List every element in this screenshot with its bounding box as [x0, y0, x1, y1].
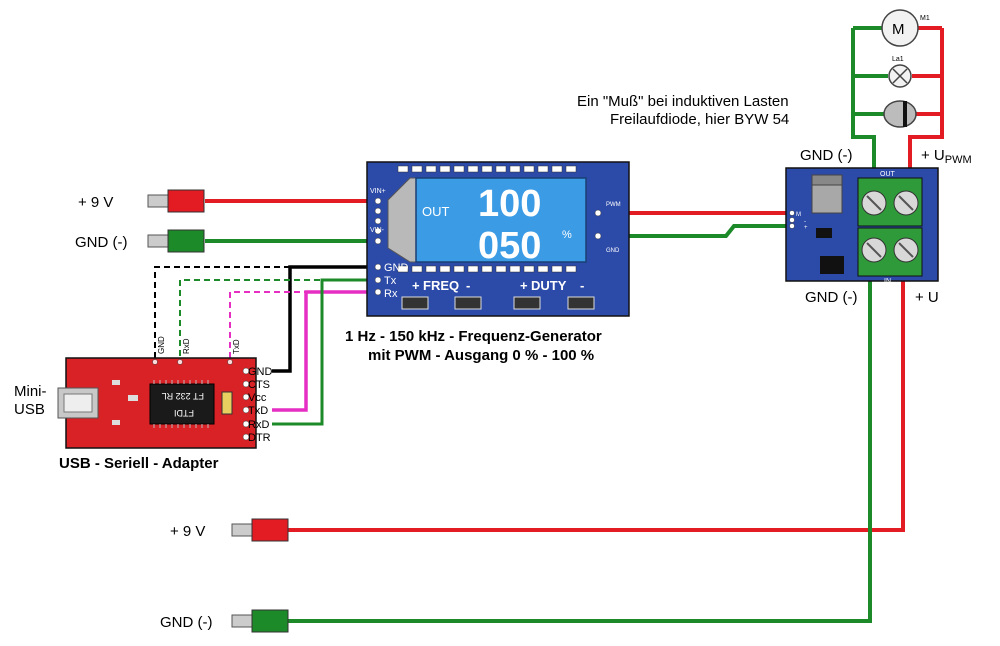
usb-pin-gnd: GND — [248, 366, 273, 378]
dashed-rxd — [179, 279, 380, 358]
wire-9v-bottom — [288, 262, 905, 532]
pin-vin-plus: VIN+ — [370, 188, 386, 195]
motor: M M1 — [881, 9, 930, 47]
freq-plus-sign: + — [412, 278, 420, 293]
freq-plus-button[interactable] — [401, 296, 429, 310]
mosfet-pin-m: M — [796, 212, 801, 218]
generator-caption-2: mit PWM - Ausgang 0 % - 100 % — [368, 347, 594, 364]
dashed-gnd — [154, 266, 380, 358]
diode-note-2: Freilaufdiode, hier BYW 54 — [610, 111, 789, 128]
label-gnd-bottom: GND (-) — [160, 614, 213, 631]
upwm-sub: PWM — [945, 154, 972, 166]
wire-gnd-gen-mosfet — [598, 224, 790, 238]
mosfet-upwm-label: + UPWM — [921, 147, 972, 166]
freewheel-diode — [883, 100, 917, 128]
pin-serial-rx: Rx — [384, 288, 398, 300]
lcd-out-label: OUT — [422, 204, 450, 219]
wire-serial-gnd — [272, 265, 380, 373]
duty-plus-button[interactable] — [513, 296, 541, 310]
dashed-txd — [229, 291, 380, 358]
freq-minus-button[interactable] — [454, 296, 482, 310]
plug-gnd-top — [147, 229, 205, 253]
usb-pin-vcc: Vcc — [248, 392, 267, 404]
lcd-value-top: 100 — [478, 183, 541, 225]
mosfet-pin-plus: + — [804, 225, 808, 231]
generator-caption-1: 1 Hz - 150 kHz - Frequenz-Generator — [345, 328, 602, 345]
duty-label: DUTY — [531, 278, 567, 293]
usb-adapter-caption: USB - Seriell - Adapter — [59, 455, 219, 472]
usb-serial-adapter: FT 232 RL FTDI — [57, 357, 257, 449]
usb-pin-dtr: DTR — [248, 432, 271, 444]
chip-label-2: FTDI — [174, 408, 194, 418]
chip-label-1: FT 232 RL — [162, 391, 204, 401]
lcd-screen — [415, 177, 587, 263]
plug-9v-bottom — [231, 518, 289, 542]
lamp-ref: La1 — [892, 56, 904, 63]
motor-symbol: M — [892, 21, 905, 38]
pin-vin-minus: VIN- — [370, 227, 385, 234]
duty-plus-sign: + — [520, 278, 528, 293]
mosfet-in-label: IN — [884, 278, 891, 285]
usb-pin-txd: TxD — [248, 405, 268, 417]
usb-pin-rxd: RxD — [248, 419, 269, 431]
upwm-main: + U — [921, 147, 945, 164]
label-gnd-top: GND (-) — [75, 234, 128, 251]
duty-minus-button[interactable] — [567, 296, 595, 310]
lamp: La1 — [888, 56, 912, 88]
header-label-txd: TxD — [232, 339, 241, 354]
header-label-rxd: RxD — [182, 338, 191, 354]
plug-gnd-bottom — [231, 609, 289, 633]
wire-serial-txd — [272, 290, 380, 412]
ftdi-chip — [149, 383, 215, 425]
lcd-value-bottom: 050 — [478, 225, 541, 267]
duty-minus-sign: - — [580, 278, 584, 293]
diode-note-1: Ein "Muß" bei induktiven Lasten — [577, 93, 789, 110]
wire-load-upwm — [908, 28, 944, 195]
label-9v-top: + 9 V — [78, 194, 113, 211]
wire-serial-rxd — [272, 278, 380, 426]
header-label-gnd: GND — [157, 336, 166, 354]
label-9v-bottom: + 9 V — [170, 523, 205, 540]
mini-usb-label-1: Mini- — [14, 383, 47, 400]
mosfet-module: M - + OUT IN — [785, 167, 939, 285]
pin-gnd-out: GND — [606, 248, 620, 254]
pin-serial-gnd: GND — [384, 262, 409, 274]
wire-load-gnd — [851, 28, 876, 195]
mosfet-gnd-top-label: GND (-) — [800, 147, 853, 164]
wire-gnd-bottom — [288, 262, 872, 623]
mini-usb-label-2: USB — [14, 401, 45, 418]
mosfet-gnd-bottom-label: GND (-) — [805, 289, 858, 306]
pwm-generator-board: OUT 100 050 % VIN+ VIN- PWM GND GND Tx R… — [366, 161, 630, 317]
mosfet-out-label: OUT — [880, 171, 896, 178]
pin-serial-tx: Tx — [384, 275, 397, 287]
freq-label: FREQ — [423, 278, 459, 293]
motor-ref: M1 — [920, 15, 930, 22]
mosfet-plus-u-label: + U — [915, 289, 939, 306]
lcd-unit: % — [562, 229, 572, 241]
usb-pin-cts: CTS — [248, 379, 270, 391]
freq-minus-sign: - — [466, 278, 470, 293]
pin-pwm: PWM — [606, 202, 621, 208]
plug-9v-top — [147, 189, 205, 213]
mosfet-pin-minus: - — [804, 219, 806, 225]
